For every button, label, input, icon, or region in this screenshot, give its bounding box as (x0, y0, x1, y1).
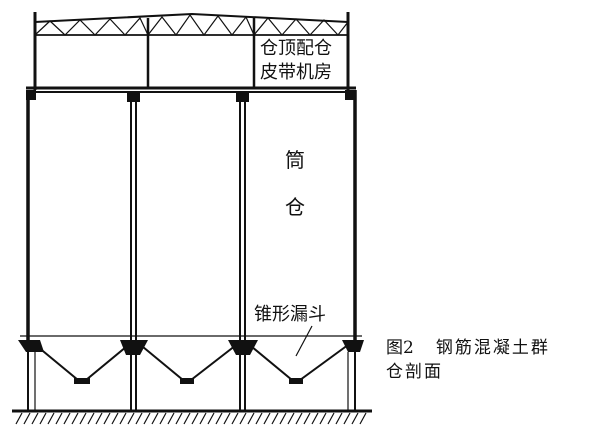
figure-caption: 图2 钢筋混凝土群 (386, 337, 550, 359)
roof-room-label-line1: 仓顶配仓 (260, 38, 332, 59)
support-columns (27, 352, 356, 410)
hopper-leader-line (295, 325, 313, 357)
silo-label-line1: 筒 (285, 148, 305, 172)
figure-number: 图2 (386, 338, 414, 358)
caption-line1: 钢筋混凝土群 (435, 338, 550, 358)
wall-caps (26, 90, 355, 102)
silo-walls (26, 90, 357, 340)
ring-beam-joints (18, 340, 364, 384)
silo-label-line2: 仓 (285, 195, 305, 219)
caption-line2: 仓剖面 (386, 362, 443, 382)
figure-caption-line2: 仓剖面 (386, 361, 443, 383)
hoppers (20, 335, 362, 381)
hopper-label: 锥形漏斗 (254, 304, 326, 325)
roof-room-label-line2: 皮带机房 (260, 62, 332, 83)
roof-gallery (26, 12, 356, 93)
ground-line (12, 409, 372, 425)
